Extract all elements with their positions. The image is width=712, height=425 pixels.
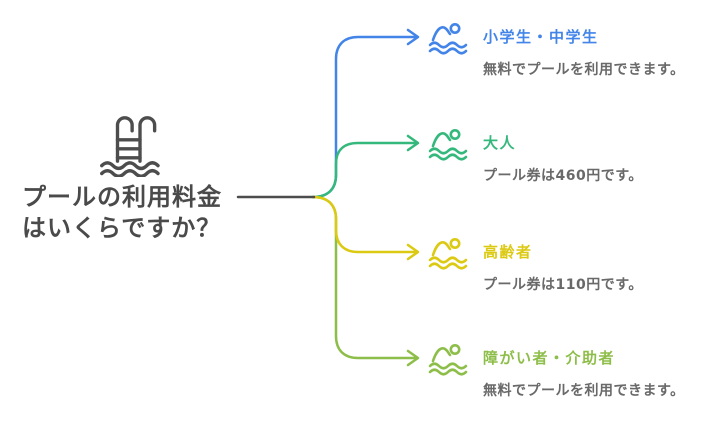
connector-branch-students [311, 28, 420, 199]
branch-title-disabled: 障がい者・介助者 [483, 349, 616, 367]
connector-branch-adults [311, 134, 420, 199]
swimmer-icon [427, 232, 471, 270]
branch-desc-seniors: プール券は110円です。 [483, 277, 643, 293]
branch-desc-adults: プール券は460円です。 [483, 168, 643, 184]
pool-ladder-icon [95, 107, 167, 177]
branch-title-students: 小学生・中学生 [483, 28, 599, 46]
connector-branch-seniors [311, 195, 420, 261]
connector-branch-disabled [311, 195, 420, 367]
swimmer-icon [427, 123, 471, 161]
branch-desc-disabled: 無料でプールを利用できます。 [483, 383, 685, 399]
branch-desc-students: 無料でプールを利用できます。 [483, 62, 685, 78]
swimmer-icon [427, 338, 471, 376]
branch-title-seniors: 高齢者 [483, 243, 533, 261]
root-question: プールの利用料金 はいくらですか？ [22, 183, 222, 242]
branch-title-adults: 大人 [483, 134, 517, 152]
swimmer-icon [427, 17, 471, 55]
